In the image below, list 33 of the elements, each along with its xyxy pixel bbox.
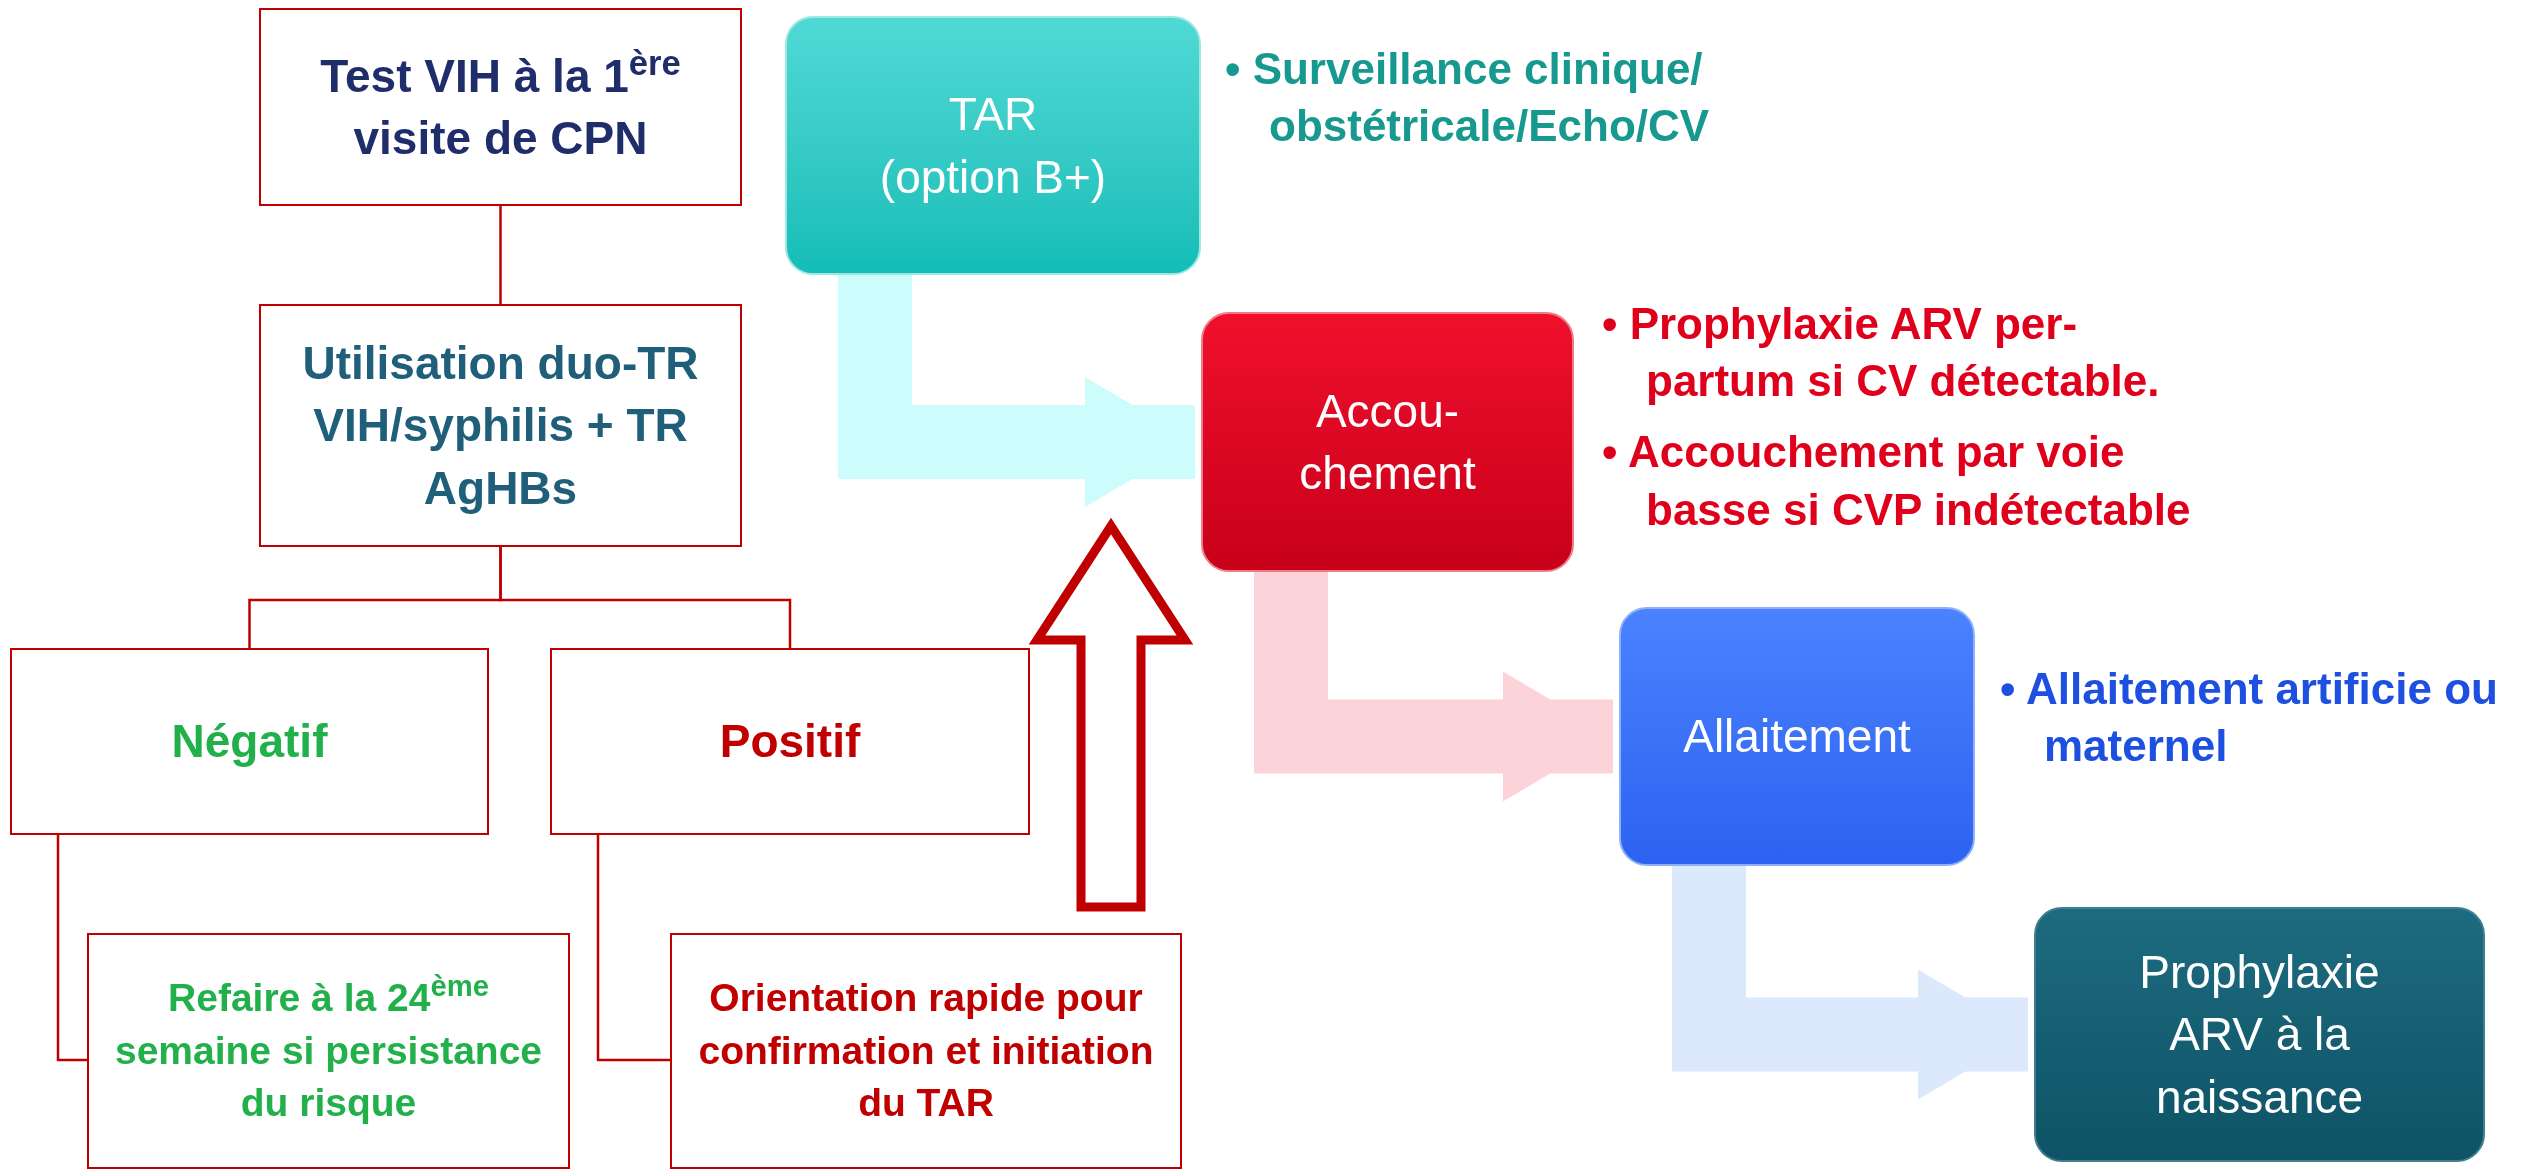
- block-arrow: [1254, 572, 1613, 802]
- node-text: Positif: [719, 714, 861, 770]
- stage-box: [2034, 907, 2485, 1162]
- node-text: Utilisation duo-TR VIH/syphilis + TR AgHBs: [301, 336, 700, 516]
- process-box: [259, 8, 742, 206]
- stage-box: [1201, 312, 1574, 572]
- node-text: Négatif: [171, 714, 328, 770]
- result-box: [10, 648, 489, 835]
- stage-box: [1619, 607, 1975, 866]
- bullet-note: • Accouchement par voie basse si CVP indétectable: [1602, 426, 2192, 536]
- connector-line: [56, 835, 87, 1062]
- hollow-arrow: [1028, 517, 1194, 912]
- bullet-note: • Allaitement artificie ou maternel: [2000, 663, 2499, 773]
- node-text: TAR: [948, 87, 1038, 143]
- node-text: Allaitement: [1683, 709, 1911, 765]
- node-text: Test VIH à la 1$^{ère}$ visite de CPN: [319, 44, 682, 166]
- connector-line: [499, 547, 792, 648]
- stage-box: [785, 16, 1201, 275]
- bullet-note: • Prophylaxie ARV per- partum si CV détectable.: [1602, 298, 2161, 408]
- block-arrow: [838, 275, 1195, 507]
- node-text: Refaire à la 24$^{ème}$ semaine si persistance du risque: [113, 972, 544, 1127]
- process-box: [670, 933, 1182, 1169]
- process-box: [87, 933, 570, 1169]
- connector-line: [499, 206, 502, 304]
- node-text: Prophylaxie ARV à la naissance: [2138, 945, 2381, 1125]
- node-text: Accou- chement: [1298, 383, 1477, 501]
- process-box: [259, 304, 742, 547]
- result-box: [550, 648, 1030, 835]
- connector-line: [596, 835, 670, 1062]
- bullet-note: • Surveillance clinique/ obstétricale/Echo/CV: [1225, 43, 1711, 153]
- block-arrow: [1672, 866, 2028, 1100]
- node-text: (option B+): [879, 149, 1107, 205]
- node-text: Orientation rapide pour confirmation et initiation du TAR: [697, 975, 1155, 1127]
